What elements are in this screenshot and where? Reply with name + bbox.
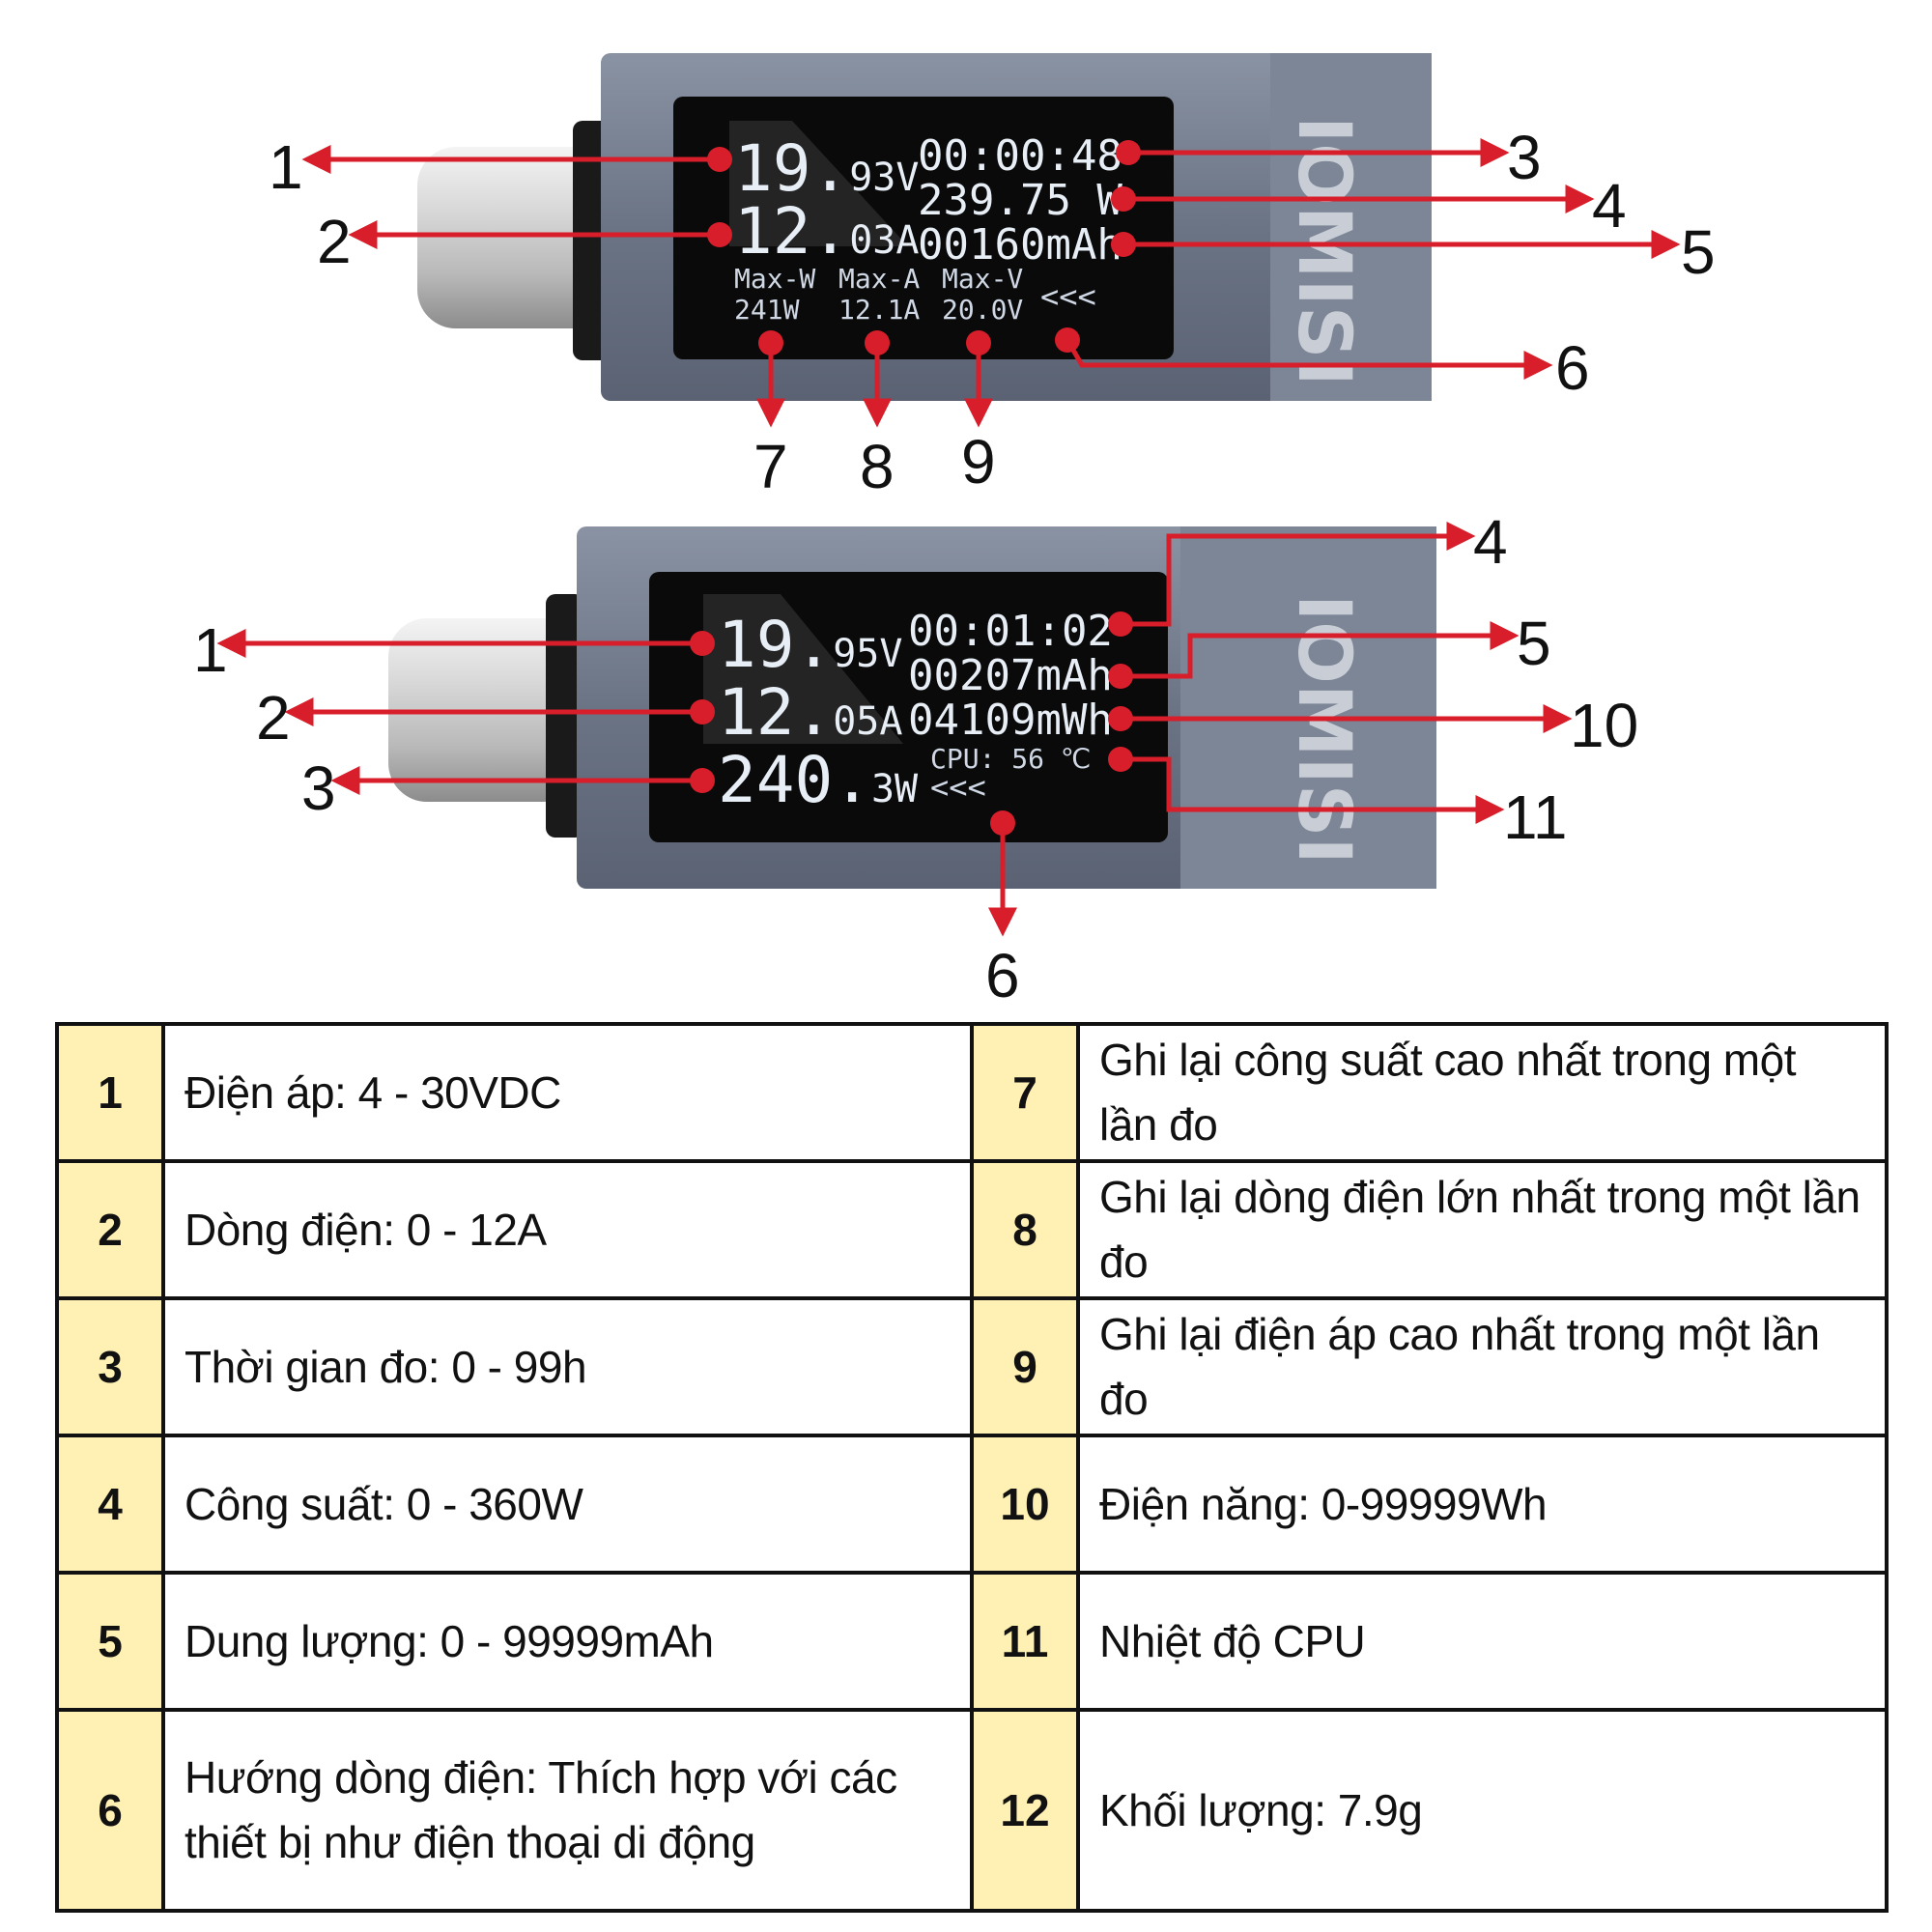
power-readout: 239.75 W bbox=[918, 176, 1122, 225]
max-w-value: 241W bbox=[734, 294, 800, 326]
svg-text:10: 10 bbox=[1570, 691, 1638, 760]
table-row: 3 Thời gian đo: 0 - 99h 9 Ghi lại điện á… bbox=[55, 1296, 1889, 1437]
spec-description: Ghi lại dòng điện lớn nhất trong một lần… bbox=[1076, 1159, 1889, 1300]
usb-c-plug bbox=[417, 147, 611, 328]
time-readout: 00:01:02 bbox=[908, 607, 1113, 656]
power-readout: 240.3W bbox=[718, 743, 919, 817]
capacity-readout: 00207mAh bbox=[908, 651, 1113, 700]
direction-indicator: <<< bbox=[1040, 278, 1096, 315]
spec-description: Công suất: 0 - 360W bbox=[161, 1434, 974, 1575]
svg-text:11: 11 bbox=[1503, 782, 1567, 852]
svg-text:2: 2 bbox=[317, 207, 352, 276]
plug-collar bbox=[546, 594, 584, 838]
row-number: 11 bbox=[970, 1571, 1080, 1712]
svg-text:4: 4 bbox=[1473, 507, 1508, 577]
screen-glare bbox=[703, 594, 903, 744]
svg-text:5: 5 bbox=[1517, 609, 1551, 678]
max-v-value: 20.0V bbox=[942, 294, 1023, 326]
callout-dots-bottom bbox=[690, 611, 1133, 836]
svg-text:8: 8 bbox=[860, 432, 895, 501]
svg-text:9: 9 bbox=[961, 427, 996, 497]
callout-labels-bottom: 1 2 3 4 5 6 10 11 bbox=[193, 507, 1638, 1010]
energy-readout: 04109mWh bbox=[908, 696, 1113, 745]
row-number: 3 bbox=[55, 1296, 165, 1437]
svg-text:6: 6 bbox=[1555, 333, 1590, 403]
table-row: 4 Công suất: 0 - 360W 10 Điện năng: 0-99… bbox=[55, 1434, 1889, 1575]
svg-text:5: 5 bbox=[1681, 217, 1716, 287]
row-number: 2 bbox=[55, 1159, 165, 1300]
row-number: 7 bbox=[970, 1022, 1080, 1163]
row-number: 5 bbox=[55, 1571, 165, 1712]
svg-text:7: 7 bbox=[753, 432, 788, 501]
spec-description: Nhiệt độ CPU bbox=[1076, 1571, 1889, 1712]
row-number: 12 bbox=[970, 1708, 1080, 1913]
time-readout: 00:00:48 bbox=[918, 131, 1122, 181]
brand-logo: IOMISI bbox=[1282, 594, 1368, 865]
spec-description: Khối lượng: 7.9g bbox=[1076, 1708, 1889, 1913]
svg-text:4: 4 bbox=[1592, 171, 1627, 241]
spec-description: Dòng điện: 0 - 12A bbox=[161, 1159, 974, 1300]
callout-dots-top bbox=[707, 140, 1141, 355]
device-end-cap bbox=[1270, 53, 1432, 401]
svg-text:1: 1 bbox=[269, 132, 303, 202]
table-row: 2 Dòng điện: 0 - 12A 8 Ghi lại dòng điện… bbox=[55, 1159, 1889, 1300]
table-row: 1 Điện áp: 4 - 30VDC 7 Ghi lại công suất… bbox=[55, 1022, 1889, 1163]
svg-text:2: 2 bbox=[256, 683, 291, 753]
row-number: 9 bbox=[970, 1296, 1080, 1437]
spec-description: Ghi lại công suất cao nhất trong một lần… bbox=[1076, 1022, 1889, 1163]
tester-device-top: IOMISI 19.93V 12.03A 00:00:48 239.75 W 0… bbox=[417, 53, 1432, 401]
spec-description: Điện áp: 4 - 30VDC bbox=[161, 1022, 974, 1163]
svg-text:1: 1 bbox=[193, 615, 228, 685]
callouts-top bbox=[301, 138, 1681, 428]
current-readout: 12.03A bbox=[734, 194, 919, 269]
spec-description: Hướng dòng điện: Thích hợp với các thiết… bbox=[161, 1708, 974, 1913]
current-readout: 12.05A bbox=[718, 675, 902, 750]
spec-description: Ghi lại điện áp cao nhất trong một lần đ… bbox=[1076, 1296, 1889, 1437]
voltage-readout: 19.95V bbox=[718, 608, 902, 682]
row-number: 10 bbox=[970, 1434, 1080, 1575]
spec-description: Điện năng: 0-99999Wh bbox=[1076, 1434, 1889, 1575]
table-row: 6 Hướng dòng điện: Thích hợp với các thi… bbox=[55, 1708, 1889, 1913]
specification-table: 1 Điện áp: 4 - 30VDC 7 Ghi lại công suất… bbox=[55, 1022, 1889, 1913]
svg-text:6: 6 bbox=[985, 941, 1020, 1010]
row-number: 1 bbox=[55, 1022, 165, 1163]
capacity-readout: 00160mAh bbox=[918, 220, 1122, 270]
device-end-cap bbox=[1180, 526, 1436, 889]
table-row: 5 Dung lượng: 0 - 99999mAh 11 Nhiệt độ C… bbox=[55, 1571, 1889, 1712]
screen-glare bbox=[729, 121, 908, 246]
spec-description: Thời gian đo: 0 - 99h bbox=[161, 1296, 974, 1437]
voltage-readout: 19.93V bbox=[734, 131, 919, 206]
callout-labels-top: 1 2 3 4 5 6 7 8 9 bbox=[269, 123, 1716, 501]
tester-device-bottom: IOMISI 19.95V 12.05A 240.3W 00:01:02 002… bbox=[388, 526, 1436, 889]
max-a-value: 12.1A bbox=[838, 294, 920, 326]
svg-text:3: 3 bbox=[301, 753, 336, 823]
brand-logo: IOMISI bbox=[1282, 116, 1368, 386]
device-diagram: IOMISI 19.93V 12.03A 00:00:48 239.75 W 0… bbox=[193, 53, 1716, 1010]
svg-text:3: 3 bbox=[1507, 123, 1542, 192]
row-number: 4 bbox=[55, 1434, 165, 1575]
row-number: 8 bbox=[970, 1159, 1080, 1300]
max-v-label: Max-V bbox=[942, 263, 1023, 295]
direction-indicator: <<< bbox=[930, 769, 986, 806]
row-number: 6 bbox=[55, 1708, 165, 1913]
callouts-bottom bbox=[216, 522, 1573, 937]
spec-description: Dung lượng: 0 - 99999mAh bbox=[161, 1571, 974, 1712]
max-a-label: Max-A bbox=[838, 263, 920, 295]
cpu-temperature-readout: CPU: 56 ℃ bbox=[930, 743, 1091, 775]
max-w-label: Max-W bbox=[734, 263, 815, 295]
